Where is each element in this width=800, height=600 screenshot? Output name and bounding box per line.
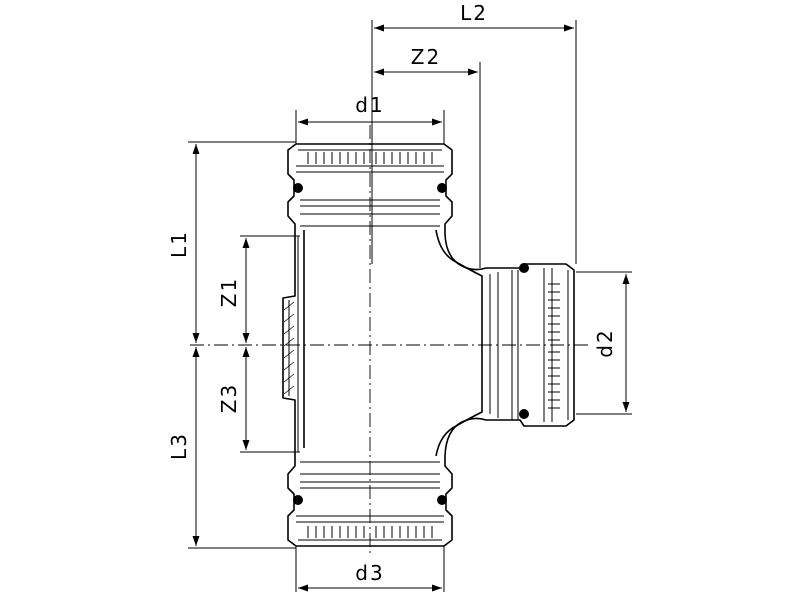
label-Z3: Z3 [217, 383, 241, 413]
top-grip-ring [307, 152, 433, 164]
bottom-socket [293, 461, 447, 541]
bottom-left-o-ring [293, 495, 303, 505]
branch-grip-ring [548, 283, 560, 409]
branch-socket [489, 263, 569, 422]
tee-fitting-body [282, 143, 575, 547]
label-L3: L3 [167, 432, 191, 460]
outer-outline [282, 143, 575, 547]
label-L2: L2 [460, 1, 488, 25]
inner-bore [303, 229, 483, 457]
top-left-o-ring [293, 183, 303, 193]
label-Z1: Z1 [217, 277, 241, 307]
branch-top-o-ring [519, 263, 529, 273]
label-L1: L1 [167, 230, 191, 258]
label-d1: d1 [355, 93, 384, 117]
center-lines [190, 125, 590, 555]
dimensions [188, 20, 632, 592]
bottom-grip-ring [307, 526, 433, 538]
bottom-right-o-ring [437, 495, 447, 505]
branch-bottom-o-ring [519, 409, 529, 419]
label-d3: d3 [355, 561, 384, 585]
label-Z2: Z2 [411, 45, 441, 69]
top-right-o-ring [437, 183, 447, 193]
top-socket [293, 149, 447, 227]
dimension-labels: L2 Z2 d1 d3 L1 L3 Z1 Z3 d2 [167, 1, 617, 585]
label-d2: d2 [593, 328, 617, 357]
wall-hatch [283, 301, 295, 395]
